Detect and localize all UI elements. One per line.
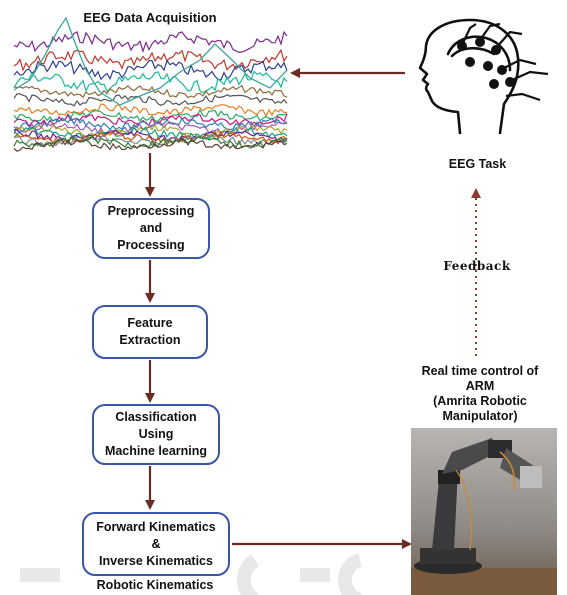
- eeg-trace-spike: [13, 16, 288, 106]
- arm-label: Real time control of ARM (Amrita Robotic…: [405, 364, 555, 424]
- classification-line2: Using: [138, 427, 174, 441]
- kinematics-line3: Inverse Kinematics: [99, 553, 213, 568]
- feedback-label: Feedback: [443, 259, 511, 273]
- preprocessing-line1: Preprocessing: [107, 204, 195, 218]
- kinematics-line2: &: [151, 536, 161, 551]
- eeg-acquisition-title: EEG Data Acquisition: [83, 10, 217, 25]
- arm-label-line3: (Amrita Robotic: [433, 394, 527, 408]
- eeg-trace: [13, 138, 288, 152]
- feature-line2: Extraction: [119, 333, 181, 347]
- classification-line3: Machine learning: [104, 444, 208, 458]
- kinematics-box: Forward Kinematics & Inverse Kinematics: [82, 512, 230, 576]
- feature-line1: Feature: [127, 316, 173, 330]
- eeg-trace: [13, 93, 288, 107]
- preprocessing-line2: and: [139, 221, 163, 235]
- eeg-trace: [13, 30, 288, 54]
- eeg-trace: [13, 70, 288, 94]
- arm-label-line2: ARM: [465, 379, 495, 393]
- eeg-trace: [13, 123, 288, 138]
- preprocessing-line3: Processing: [117, 238, 185, 252]
- preprocessing-box: Preprocessing and Processing: [92, 198, 210, 259]
- eeg-trace: [13, 103, 287, 118]
- eeg-trace: [13, 113, 288, 128]
- arm-label-line4: Manipulator): [442, 409, 518, 423]
- eeg-trace: [13, 84, 288, 99]
- eeg-task-label: EEG Task: [448, 157, 507, 171]
- eeg-trace: [13, 116, 288, 131]
- feature-extraction-box: Feature Extraction: [92, 305, 208, 359]
- eeg-trace: [14, 129, 288, 143]
- eeg-trace: [13, 59, 288, 81]
- classification-line1: Classification: [115, 410, 197, 424]
- classification-box: Classification Using Machine learning: [92, 404, 220, 465]
- robotic-kinematics-label: Robotic Kinematics: [96, 578, 214, 592]
- eeg-trace: [13, 133, 288, 147]
- arm-label-line1: Real time control of: [421, 364, 539, 378]
- kinematics-line1: Forward Kinematics: [96, 519, 216, 534]
- eeg-trace: [13, 48, 288, 72]
